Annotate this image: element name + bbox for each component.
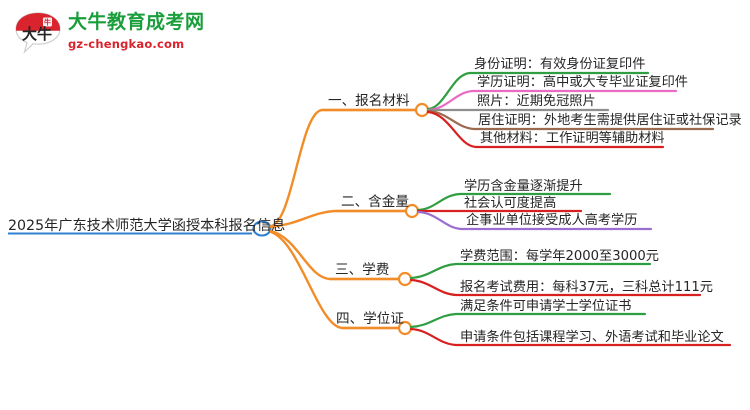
root-node-circle[interactable] bbox=[252, 220, 272, 237]
leaf-label-2-2[interactable]: 社会认可度提高 bbox=[464, 196, 557, 211]
leaf-label-1-1[interactable]: 身份证明：有效身份证复印件 bbox=[474, 57, 646, 72]
leaf-3-1-line bbox=[409, 262, 652, 280]
branch-3-leaf-lines bbox=[409, 262, 702, 297]
logo-subtitle: gz-chengkao.com bbox=[68, 37, 185, 51]
leaf-label-1-3[interactable]: 照片：近期免冠照片 bbox=[477, 94, 596, 109]
svg-text:牛: 牛 bbox=[44, 18, 51, 27]
leaf-label-1-2[interactable]: 学历证明：高中或大专毕业证复印件 bbox=[477, 75, 688, 90]
site-logo: 牛 大牛 大牛教育成考网 gz-chengkao.com bbox=[14, 8, 224, 58]
leaf-label-2-3[interactable]: 企事业单位接受成人高考学历 bbox=[466, 213, 638, 228]
leaf-1-4-line bbox=[426, 109, 715, 131]
leaf-label-3-2[interactable]: 报名考试费用：每科37元，三科总计111元 bbox=[460, 280, 713, 295]
logo-title: 大牛教育成考网 bbox=[68, 11, 205, 33]
leaf-1-5-line bbox=[426, 110, 665, 149]
leaf-3-2-line bbox=[409, 278, 702, 297]
branch-underlines bbox=[322, 108, 416, 330]
leaf-label-4-2[interactable]: 申请条件包括课程学习、外语考试和毕业论文 bbox=[460, 330, 724, 345]
connector-branch-4 bbox=[269, 230, 401, 330]
branch-4-leaf-lines bbox=[409, 312, 732, 347]
leaf-label-1-5[interactable]: 其他材料：工作证明等辅助材料 bbox=[480, 131, 665, 146]
logo-mark-icon: 牛 大牛 bbox=[15, 12, 61, 54]
connector-branch-3 bbox=[269, 229, 401, 281]
leaf-label-3-1[interactable]: 学费范围：每学年2000至3000元 bbox=[460, 249, 659, 264]
leaf-label-1-4[interactable]: 居住证明：外地考生需提供居住证或社保记录 bbox=[478, 113, 742, 128]
branch-label-1[interactable]: 一、报名材料 bbox=[328, 93, 410, 109]
branch-label-3[interactable]: 三、学费 bbox=[335, 262, 390, 278]
connector-branch-2 bbox=[269, 209, 408, 229]
leaf-1-1-line bbox=[426, 71, 650, 111]
branch-2-leaf-lines bbox=[416, 192, 653, 231]
leaf-2-1-line bbox=[416, 192, 612, 212]
leaf-label-4-1[interactable]: 满足条件可申请学士学位证书 bbox=[460, 299, 632, 314]
branch-1-node-circle bbox=[414, 102, 430, 118]
logo-mark-text: 大牛 bbox=[22, 25, 52, 43]
leaf-2-3-line bbox=[416, 210, 653, 231]
branch-label-2[interactable]: 二、含金量 bbox=[341, 194, 409, 210]
branch-1-leaf-lines bbox=[426, 71, 715, 149]
branch-3-node-circle bbox=[397, 271, 413, 287]
branch-nodes[interactable] bbox=[397, 102, 430, 336]
branch-connectors bbox=[269, 108, 418, 330]
root-node-label: 2025年广东技术师范大学函授本科报名信息 bbox=[8, 218, 286, 234]
leaf-4-1-line bbox=[409, 312, 647, 329]
branch-label-4[interactable]: 四、学位证 bbox=[336, 311, 404, 327]
leaf-4-2-line bbox=[409, 327, 732, 347]
leaf-label-2-1[interactable]: 学历含金量逐渐提升 bbox=[464, 179, 583, 194]
connector-branch-1 bbox=[269, 108, 418, 228]
